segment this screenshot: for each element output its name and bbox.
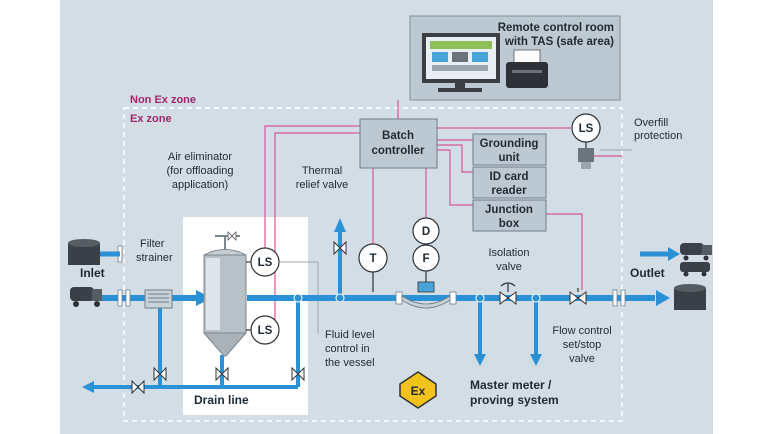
thermal-relief-label-1: Thermal — [302, 165, 342, 177]
flow-instrument: F — [412, 244, 440, 282]
junction-box: Junction box — [472, 199, 547, 232]
density-instrument: D — [412, 217, 440, 245]
flow-label: F — [422, 253, 429, 265]
thermal-relief-label-2: relief valve — [296, 179, 349, 191]
ls-overfill-instrument: LS — [571, 113, 601, 169]
filter-strainer-label-2: strainer — [136, 252, 173, 264]
ex-symbol-text: Ex — [411, 384, 426, 398]
filter-icon — [144, 289, 173, 309]
fluid-level-label-2: control in — [325, 343, 370, 355]
junction-box-line1: Junction — [485, 204, 533, 216]
temperature-label: T — [369, 253, 376, 265]
id-card-reader-line2: reader — [491, 185, 527, 197]
remote-room-title-1: Remote control room — [498, 22, 614, 34]
flow-control-label-3: valve — [569, 353, 595, 365]
grounding-unit-box: Grounding unit — [472, 133, 547, 166]
computer-icon — [422, 33, 500, 92]
air-eliminator-label-2: (for offloading — [166, 165, 233, 177]
ls-vessel-bottom: LS — [246, 315, 280, 345]
isolation-valve-label-1: Isolation — [489, 247, 530, 259]
batch-controller-box: Batch controller — [359, 118, 438, 169]
filter-strainer-label-1: Filter — [140, 238, 165, 250]
ls-top-label: LS — [579, 123, 594, 135]
drain-line-label: Drain line — [194, 393, 249, 407]
fluid-level-label-3: the vessel — [325, 357, 375, 369]
ex-zone-label: Ex zone — [130, 113, 172, 125]
id-card-reader-box: ID card reader — [472, 166, 547, 199]
outlet-truck-icon — [680, 243, 712, 261]
air-eliminator-label-3: application) — [172, 179, 228, 191]
master-meter-label-2: proving system — [470, 393, 559, 407]
junction-box-line2: box — [499, 218, 520, 230]
tank-icon — [68, 239, 100, 265]
railcar-icon — [680, 262, 710, 277]
outlet-tank-icon — [674, 284, 706, 310]
temperature-instrument: T — [358, 243, 388, 292]
batch-controller-line1: Batch — [382, 130, 414, 142]
printer-icon — [506, 49, 548, 88]
pipe-junctions — [293, 293, 541, 303]
overfill-label-1: Overfill — [634, 117, 668, 129]
flow-control-label-1: Flow control — [552, 325, 611, 337]
ls-vessel-bottom-label: LS — [258, 325, 273, 337]
air-eliminator-label-1: Air eliminator — [168, 151, 233, 163]
ls-vessel-top-label: LS — [258, 257, 273, 269]
master-meter-label-1: Master meter / — [470, 378, 552, 392]
valve-icon — [131, 240, 587, 395]
batch-controller-line2: controller — [371, 145, 425, 157]
remote-room-title-2: with TAS (safe area) — [504, 36, 614, 48]
density-label: D — [422, 226, 430, 238]
grounding-unit-line1: Grounding — [480, 138, 539, 150]
ex-symbol-icon: Ex — [399, 371, 437, 409]
grounding-unit-line2: unit — [498, 152, 519, 164]
fluid-level-label-1: Fluid level — [325, 329, 375, 341]
non-ex-zone-label: Non Ex zone — [130, 94, 196, 106]
outlet-label: Outlet — [630, 266, 665, 280]
vessel-icon — [202, 231, 248, 357]
overfill-label-2: protection — [634, 130, 682, 142]
id-card-reader-line1: ID card — [490, 171, 529, 183]
inlet-label: Inlet — [80, 266, 105, 280]
flow-control-label-2: set/stop — [563, 339, 602, 351]
ls-vessel-top: LS — [246, 247, 280, 277]
truck-icon — [70, 287, 102, 307]
isolation-valve-label-2: valve — [496, 261, 522, 273]
flowmeter-icon — [395, 281, 457, 309]
